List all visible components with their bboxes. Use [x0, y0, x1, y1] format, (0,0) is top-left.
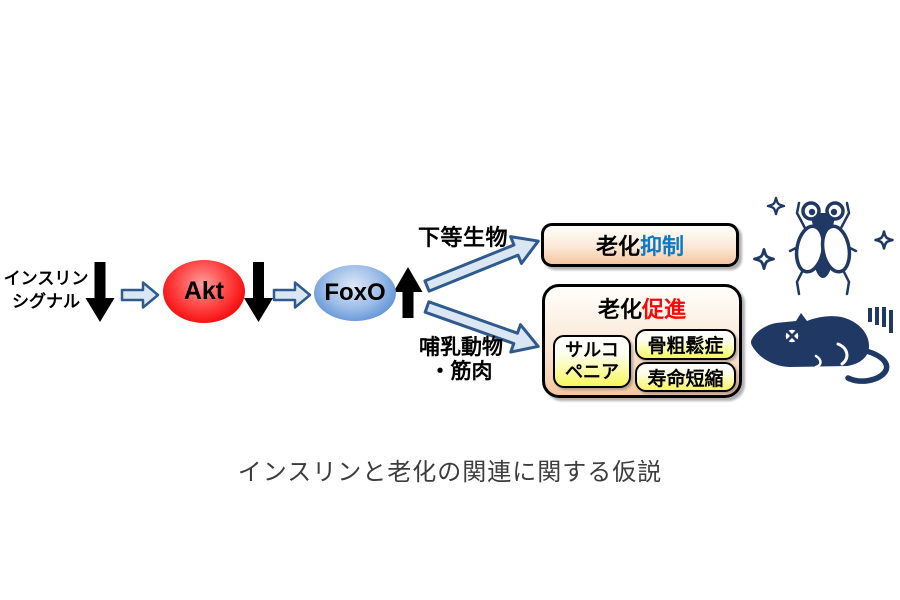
akt-node: Akt: [163, 260, 245, 323]
osteoporosis-box: 骨粗鬆症: [635, 329, 736, 360]
branch-arrow-lower: [423, 300, 540, 354]
insulin-signal-label: インスリン シグナル: [3, 269, 89, 311]
sarcopenia-box: サルコ ペニア: [553, 335, 631, 388]
hollow-arrow-1: [120, 281, 160, 309]
mouse-icon: [751, 313, 890, 384]
aging-promotion-highlight: 促進: [642, 297, 687, 322]
aging-suppression-box: 老化抑制: [541, 223, 739, 267]
mammals-muscle-label: 哺乳動物 ・筋肉: [419, 336, 503, 384]
aging-promotion-title: 老化促進: [545, 292, 739, 324]
foxo-up-arrow: [393, 267, 423, 318]
aging-suppression-highlight: 抑制: [640, 234, 685, 259]
foxo-node: FoxO: [314, 265, 396, 321]
sparkle-icons: [753, 196, 894, 270]
aging-promotion-prefix: 老化: [597, 297, 642, 322]
lifespan-shortening-box: 寿命短縮: [635, 362, 736, 392]
stress-marks-icon: [868, 307, 893, 333]
aging-suppression-title: 老化抑制: [596, 229, 684, 261]
branch-arrow-upper: [423, 235, 540, 293]
akt-node-label: Akt: [183, 277, 225, 305]
insulin-down-arrow: [85, 262, 115, 322]
aging-suppression-prefix: 老化: [595, 234, 640, 259]
akt-down-arrow: [244, 262, 273, 322]
foxo-node-label: FoxO: [324, 279, 386, 306]
hollow-arrow-2: [272, 281, 312, 309]
lower-organisms-label: 下等生物: [418, 225, 509, 250]
aging-promotion-box: 老化促進 サルコ ペニア 骨粗鬆症 寿命短縮: [542, 284, 742, 398]
figure-caption: インスリンと老化の関連に関する仮説: [237, 459, 663, 486]
fly-icon: [788, 201, 858, 296]
